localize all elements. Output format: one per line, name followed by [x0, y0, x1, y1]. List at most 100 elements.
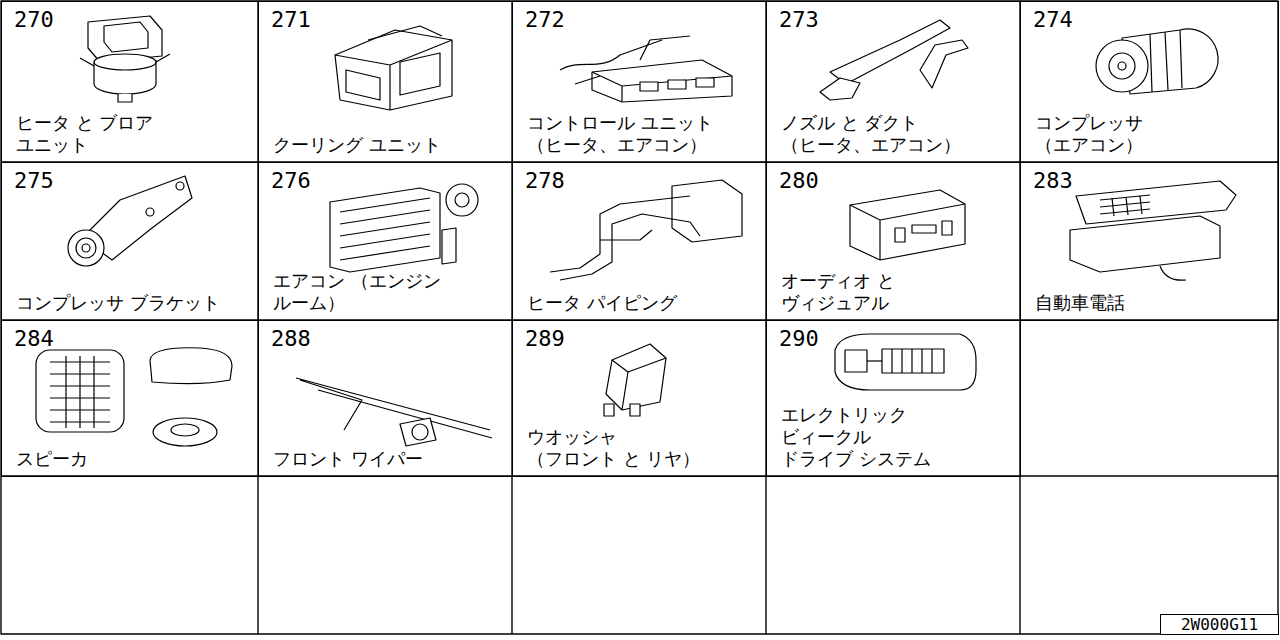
control-unit-drawing-stroke	[592, 60, 732, 102]
washer-tank-drawing-stroke	[606, 344, 666, 410]
ev-drive-drawing	[835, 334, 976, 390]
section-name: クーリング ユニット	[273, 134, 441, 156]
blower-unit-drawing	[80, 16, 170, 102]
compressor-drawing-stroke	[1096, 40, 1148, 92]
control-unit-drawing-stroke	[560, 36, 690, 84]
washer-tank-drawing	[604, 344, 666, 416]
speaker-drawing-stroke	[150, 348, 232, 384]
section-name: ウオッシャ （フロント と リヤ）	[527, 426, 707, 470]
catalog-cell: 288 フロント ワイパー	[258, 320, 513, 477]
audio-unit-drawing-stroke	[850, 204, 965, 260]
condenser-drawing-stroke	[340, 198, 430, 260]
section-number: 270	[14, 7, 54, 33]
bracket-drawing-stroke	[68, 230, 104, 266]
blower-unit-drawing-stroke	[80, 54, 170, 66]
section-number: 273	[779, 7, 819, 33]
section-name: ノズル と ダクト （ヒータ、エアコン）	[781, 112, 970, 156]
audio-unit-drawing	[850, 190, 965, 260]
duct-drawing-stroke	[920, 40, 968, 88]
catalog-cell: 276 エアコン （エンジン ルーム）	[258, 162, 513, 321]
condenser-drawing-stroke	[455, 193, 469, 207]
bracket-drawing	[68, 176, 192, 266]
grid-frame-stroke	[1, 162, 1278, 476]
section-number: 288	[271, 326, 311, 352]
cooling-unit-drawing-stroke	[335, 30, 452, 110]
compressor-drawing-stroke	[1150, 30, 1182, 92]
bracket-drawing-stroke	[176, 182, 184, 190]
audio-unit-drawing-stroke	[850, 190, 965, 260]
section-name: エアコン （エンジン ルーム）	[273, 270, 444, 314]
compressor-drawing-stroke	[1109, 53, 1135, 79]
section-name: オーディオ と ヴィジュアル	[781, 270, 900, 314]
control-unit-drawing-stroke	[668, 80, 686, 89]
car-phone-drawing-stroke	[1070, 216, 1220, 272]
catalog-cell: 275コンプレッサ ブラケット	[1, 162, 259, 321]
section-name: ヒータ パイピング	[527, 292, 677, 314]
catalog-cell: 273 ノズル と ダクト （ヒータ、エアコン）	[766, 1, 1021, 163]
speaker-drawing-stroke	[36, 350, 124, 432]
condenser-drawing-stroke	[446, 184, 478, 216]
blower-unit-drawing-stroke	[94, 54, 156, 70]
section-name: スピーカ	[16, 448, 88, 470]
audio-unit-drawing-stroke	[895, 228, 905, 242]
catalog-cell: 283 自動車電話	[1020, 162, 1279, 321]
catalog-cell: 284 スピーカ	[1, 320, 259, 477]
section-number: 283	[1033, 168, 1073, 194]
catalog-cell: 274 コンプレッサ （エアコン）	[1020, 1, 1279, 163]
catalog-cell: 289 ウオッシャ （フロント と リヤ）	[512, 320, 767, 477]
washer-tank-drawing-stroke	[612, 358, 666, 410]
control-unit-drawing-stroke	[640, 82, 658, 91]
section-name: 自動車電話	[1035, 292, 1125, 314]
section-name: コントロール ユニット （ヒータ、エアコン）	[527, 112, 725, 156]
section-name: コンプレッサ （エアコン）	[1035, 112, 1161, 156]
speaker-drawing-stroke	[171, 424, 199, 436]
ev-drive-drawing-stroke	[882, 349, 944, 373]
car-phone-drawing	[1070, 181, 1236, 280]
section-number: 274	[1033, 7, 1073, 33]
section-name: ヒータ と ブロア ユニット	[16, 112, 160, 156]
ev-drive-drawing-stroke	[867, 360, 882, 361]
bracket-drawing-stroke	[82, 244, 90, 252]
section-number: 275	[14, 168, 54, 194]
audio-unit-drawing-stroke	[912, 225, 936, 233]
section-number: 272	[525, 7, 565, 33]
condenser-drawing-stroke	[330, 188, 440, 272]
cooling-unit-drawing-stroke	[346, 70, 380, 100]
duct-drawing-stroke	[820, 78, 860, 100]
cooling-unit-drawing-stroke	[368, 26, 442, 40]
bracket-drawing-stroke	[76, 238, 96, 258]
speaker-drawing-stroke	[50, 356, 110, 428]
blower-unit-drawing-stroke	[118, 94, 132, 102]
catalog-cell: 280オーディオ と ヴィジュアル	[766, 162, 1021, 321]
catalog-cell: 278ヒータ パイピング	[512, 162, 767, 321]
compressor-drawing-stroke	[1118, 62, 1126, 70]
section-name: フロント ワイパー	[273, 448, 423, 470]
section-number: 289	[525, 326, 565, 352]
ev-drive-drawing-stroke	[835, 334, 976, 390]
sheet-code: 2W000G11	[1181, 616, 1258, 634]
car-phone-drawing-stroke	[1160, 266, 1186, 280]
car-phone-drawing-stroke	[1076, 181, 1236, 224]
compressor-drawing	[1096, 29, 1218, 94]
section-number: 276	[271, 168, 311, 194]
catalog-cell: 290エレクトリック ビィークル ドライブ システム	[766, 320, 1021, 477]
wiper-drawing	[296, 378, 492, 446]
section-number: 271	[271, 7, 311, 33]
catalog-cell: 272 コントロール ユニット （ヒータ、エアコン）	[512, 1, 767, 163]
heater-pipe-drawing-stroke	[672, 180, 742, 242]
washer-tank-drawing-stroke	[630, 404, 640, 416]
section-number: 284	[14, 326, 54, 352]
condenser-drawing-stroke	[442, 228, 456, 264]
wiper-drawing-stroke	[412, 424, 428, 440]
cooling-unit-drawing	[335, 26, 452, 110]
heater-pipe-drawing-stroke	[550, 196, 700, 280]
cooling-unit-drawing-stroke	[335, 40, 452, 110]
wiper-drawing-stroke	[400, 418, 436, 446]
cooling-unit-drawing-stroke	[400, 53, 440, 95]
ev-drive-drawing-stroke	[892, 349, 932, 373]
wiper-drawing-stroke	[296, 378, 492, 438]
bracket-drawing-stroke	[146, 208, 154, 216]
